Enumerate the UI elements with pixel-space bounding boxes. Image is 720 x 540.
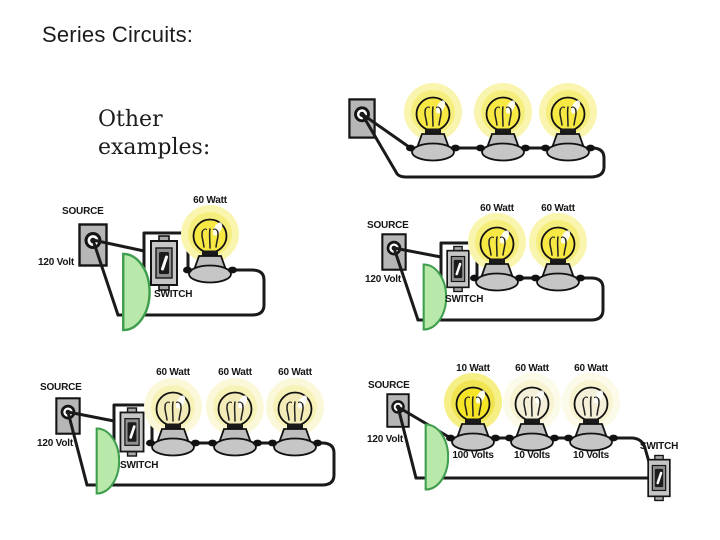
switch-label: SWITCH xyxy=(445,294,483,305)
page-title: Series Circuits: xyxy=(42,22,194,47)
wire xyxy=(85,441,336,487)
light-bulb-icon xyxy=(528,212,588,292)
wire xyxy=(612,436,651,464)
light-bulb-icon xyxy=(561,372,621,452)
watt-label: 60 Watt xyxy=(574,363,609,374)
light-bulb-icon xyxy=(467,212,527,292)
wire xyxy=(416,276,605,322)
wire xyxy=(66,410,116,423)
voltage-label: 120 Volt xyxy=(38,257,75,268)
source-label: SOURCE xyxy=(367,220,409,231)
wire xyxy=(66,410,89,487)
wire xyxy=(392,246,443,259)
watt-label: 10 Watt xyxy=(456,363,491,374)
diagram-one-bulb-with-switch: SOURCE 120 Volt 60 Watt SWITCH xyxy=(38,195,266,332)
switch-label: SWITCH xyxy=(120,460,158,471)
switch-label: SWITCH xyxy=(154,289,192,300)
volts-label: 10 Volts xyxy=(514,450,551,461)
wire xyxy=(396,405,418,480)
wire xyxy=(91,238,120,317)
diagram-outlet-three-bulbs xyxy=(348,82,606,179)
switch-icon xyxy=(149,235,179,291)
light-bulb-icon xyxy=(143,377,203,457)
volts-label: 10 Volts xyxy=(573,450,610,461)
wire xyxy=(91,238,146,253)
source-label: SOURCE xyxy=(40,382,82,393)
wire xyxy=(360,112,412,150)
wire xyxy=(392,246,420,322)
outlet-icon xyxy=(78,223,108,267)
watt-label: 60 Watt xyxy=(515,363,550,374)
switch-icon xyxy=(119,407,145,457)
light-bulb-icon xyxy=(403,82,463,162)
light-bulb-icon xyxy=(538,82,598,162)
source-label: SOURCE xyxy=(62,206,104,217)
watt-label: 60 Watt xyxy=(278,367,313,378)
diagram-three-bulbs-with-switch: SOURCE 120 Volt 60 Watt 60 Watt 60 Watt … xyxy=(37,367,336,495)
watt-label: 60 Watt xyxy=(193,195,228,206)
light-bulb-icon xyxy=(180,204,240,284)
watt-label: 60 Watt xyxy=(541,203,576,214)
voltage-label: 120 Volt xyxy=(365,274,402,285)
source-label: SOURCE xyxy=(368,380,410,391)
light-bulb-icon xyxy=(473,82,533,162)
green-lens-icon xyxy=(121,252,151,332)
slide-subtitle: Other examples: xyxy=(98,107,211,160)
volts-label: 100 Volts xyxy=(452,450,494,461)
switch-icon xyxy=(445,245,471,293)
wire xyxy=(116,268,266,317)
light-bulb-icon xyxy=(443,372,503,452)
light-bulb-icon xyxy=(265,377,325,457)
diagram-two-bulbs-with-switch: SOURCE 120 Volt 60 Watt 60 Watt SWITCH xyxy=(365,203,605,331)
light-bulb-icon xyxy=(205,377,265,457)
switch-label: SWITCH xyxy=(640,441,678,452)
light-bulb-icon xyxy=(502,372,562,452)
switch-icon xyxy=(646,454,672,502)
voltage-label: 120 Volt xyxy=(367,434,404,445)
voltage-label: 120 Volt xyxy=(37,438,74,449)
watt-label: 60 Watt xyxy=(218,367,253,378)
watt-label: 60 Watt xyxy=(480,203,515,214)
diagram-mixed-wattage-with-switch: SOURCE 120 Volt 10 Watt 60 Watt 60 Watt … xyxy=(367,363,678,502)
watt-label: 60 Watt xyxy=(156,367,191,378)
wire xyxy=(360,112,606,179)
